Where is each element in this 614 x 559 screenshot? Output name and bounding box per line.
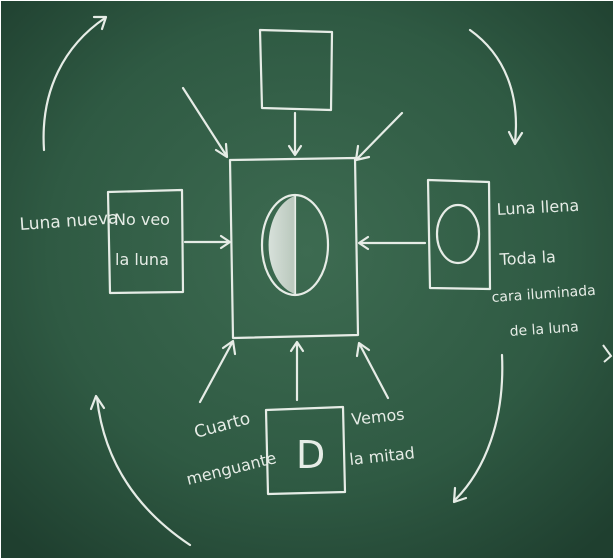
label-toda-la: Toda la bbox=[498, 247, 556, 269]
label-d: D bbox=[296, 433, 325, 477]
label-la-luna: la luna bbox=[115, 250, 169, 269]
label-no-veo: No veo bbox=[114, 210, 170, 229]
